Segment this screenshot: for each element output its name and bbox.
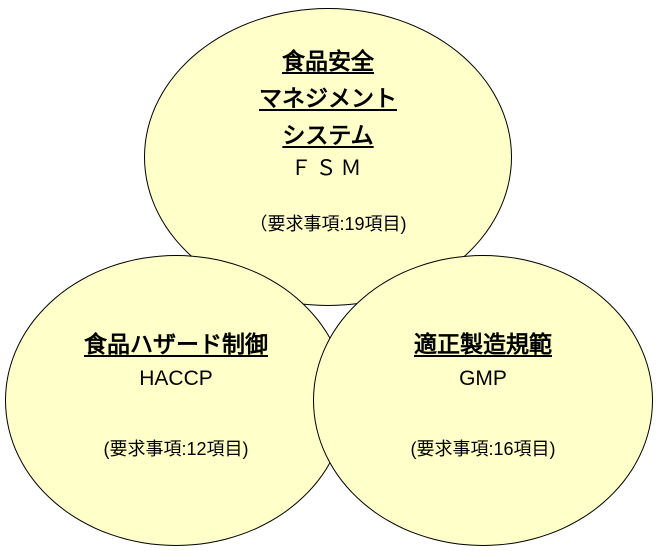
fsm-title-line-3: システム (282, 121, 374, 148)
fsm-title-line-1: 食品安全 (282, 48, 374, 74)
gmp-abbreviation: GMP (459, 366, 507, 390)
fsm-abbreviation: ＦＳＭ (290, 157, 366, 181)
fsm-title-line-2: マネジメント (259, 84, 397, 111)
fsm-requirements-count: （要求事項:19項目) (249, 213, 407, 234)
fsm-title: 食品安全 マネジメント システム (259, 43, 397, 153)
haccp-title: 食品ハザード制御 (84, 331, 268, 357)
haccp-requirements-count: (要求事項:12項目) (103, 439, 249, 460)
gmp-circle: 適正製造規範 GMP (要求事項:16項目) (313, 255, 653, 546)
haccp-abbreviation: HACCP (139, 366, 213, 390)
gmp-requirements-count: (要求事項:16項目) (410, 439, 556, 460)
gmp-title: 適正製造規範 (414, 331, 552, 357)
haccp-circle: 食品ハザード制御 HACCP (要求事項:12項目) (5, 255, 347, 546)
